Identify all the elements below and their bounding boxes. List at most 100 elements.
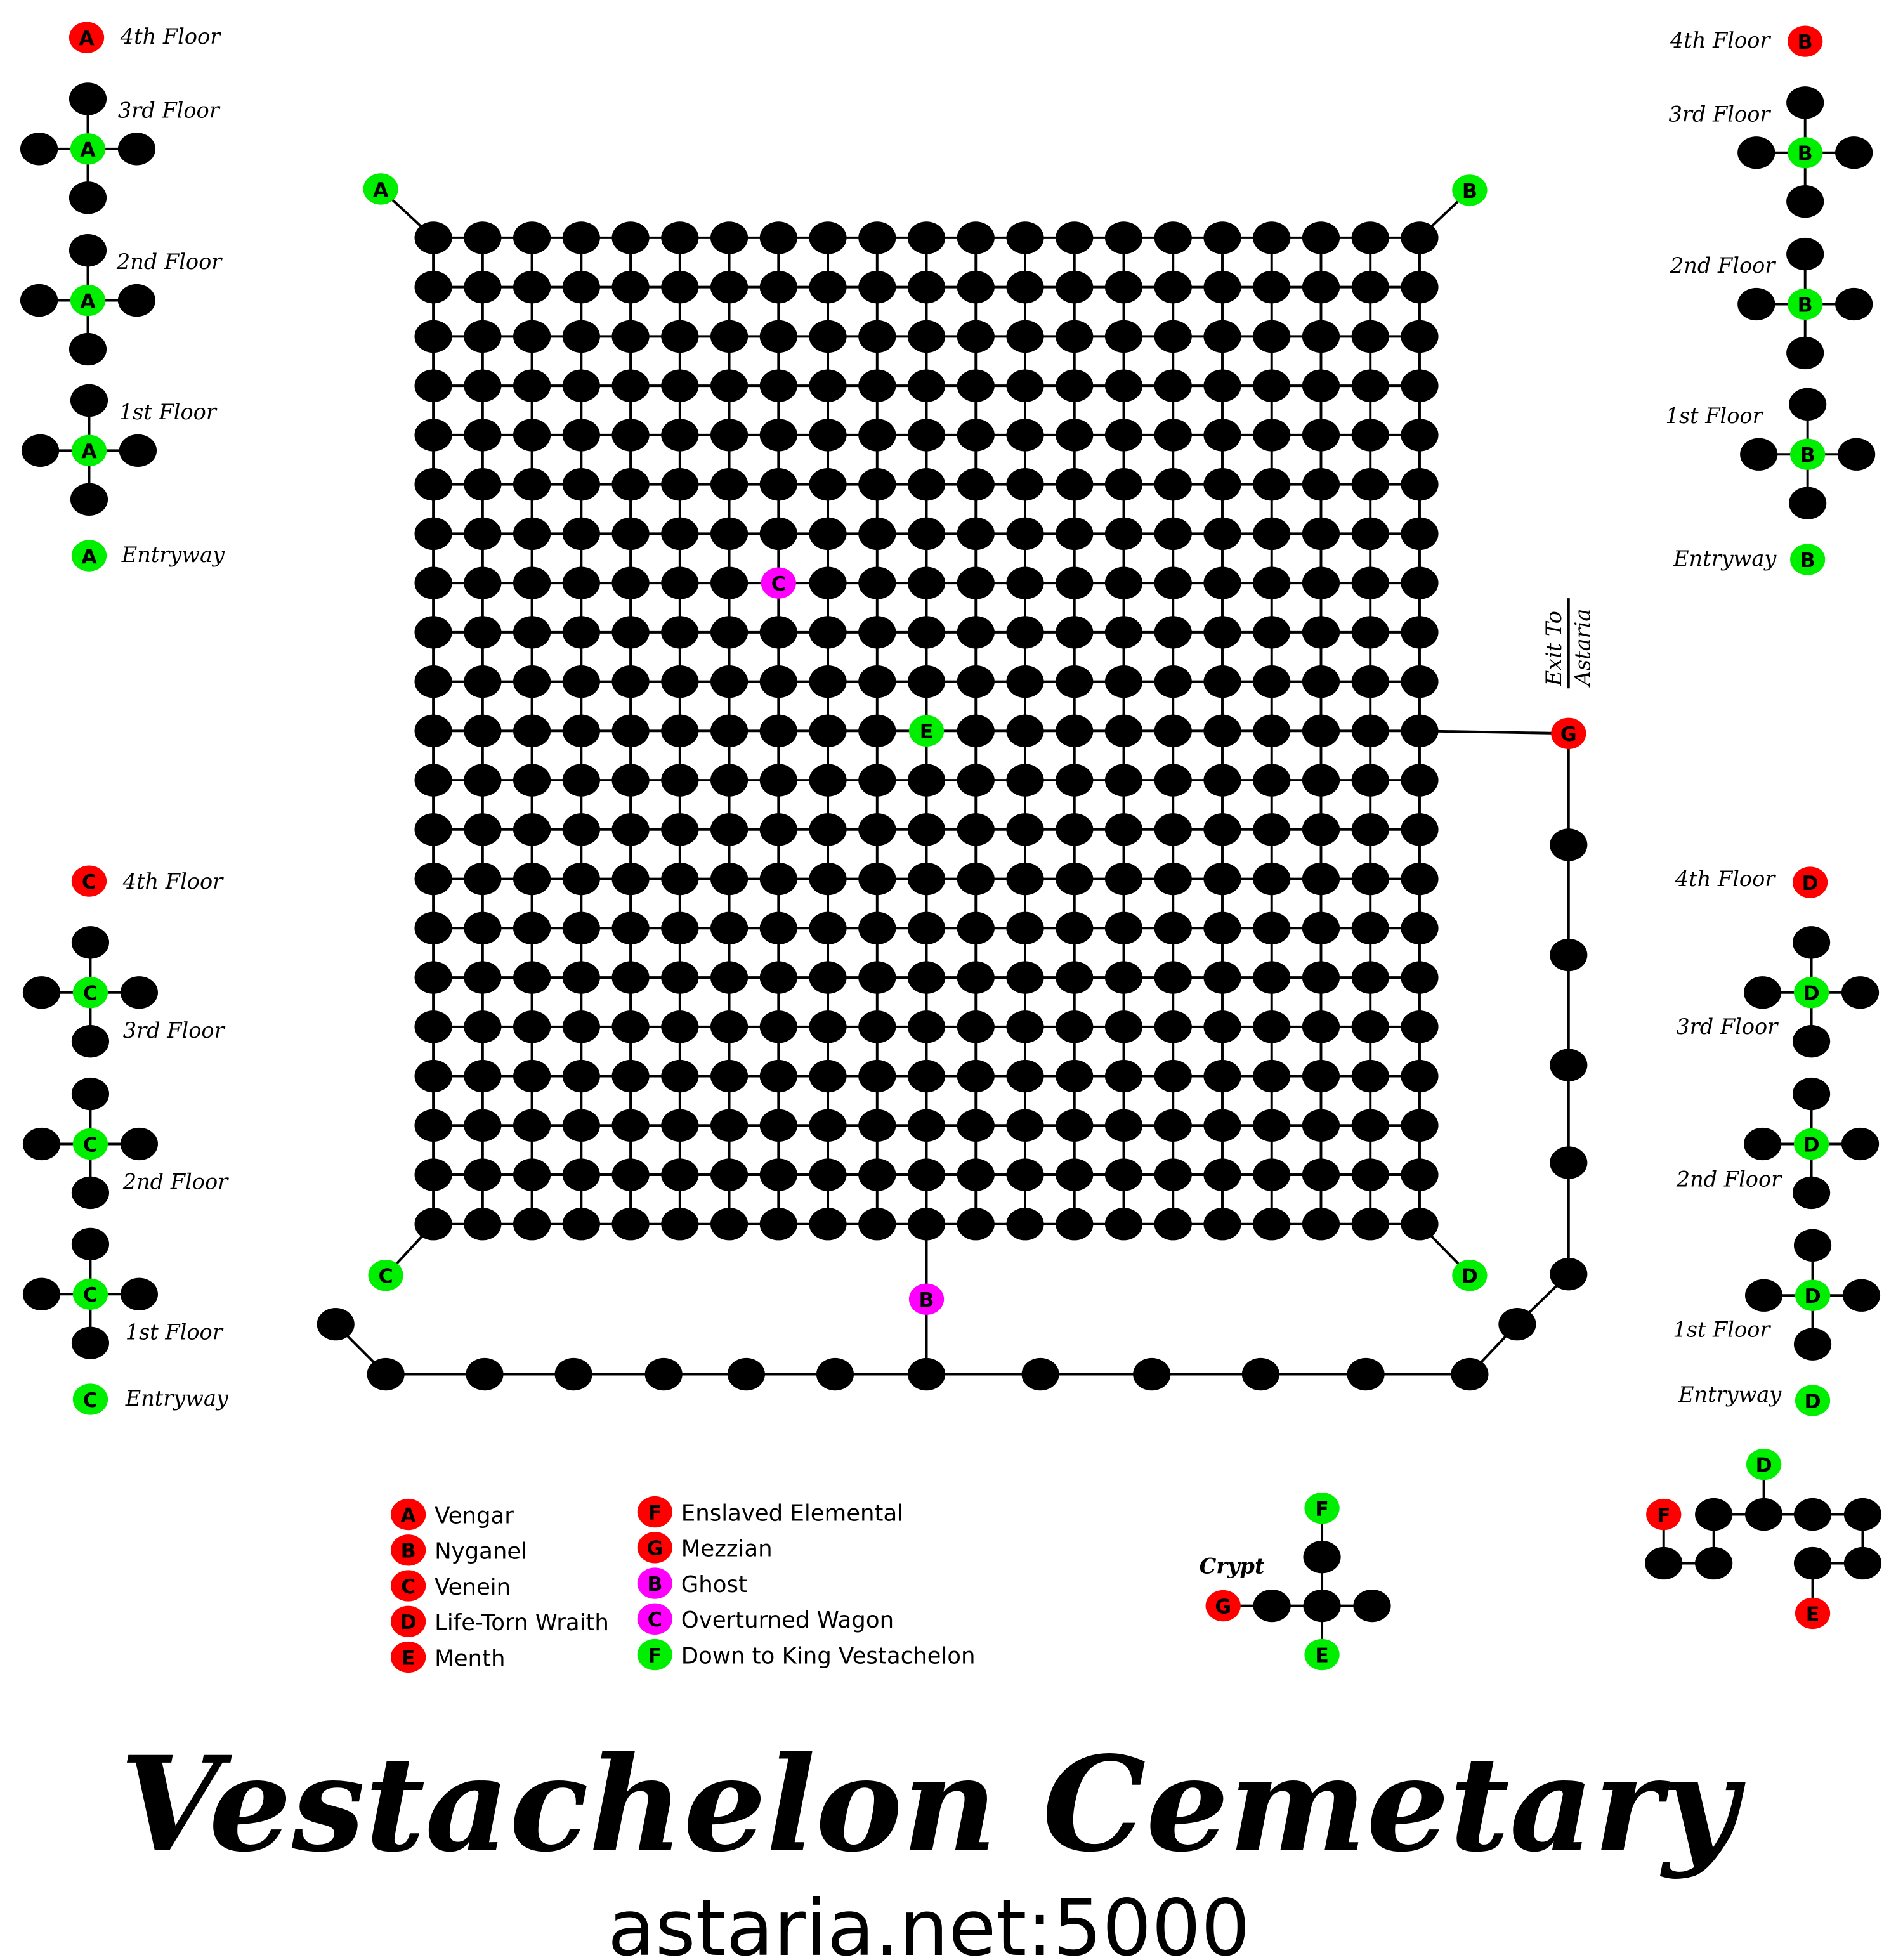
room[interactable] (464, 764, 502, 797)
room[interactable] (858, 1158, 896, 1191)
room[interactable] (1104, 1208, 1143, 1241)
room[interactable] (1104, 1010, 1143, 1043)
marker-b[interactable]: B (1452, 174, 1488, 206)
room[interactable] (1744, 976, 1782, 1009)
room[interactable] (1347, 1357, 1385, 1391)
room[interactable] (957, 616, 995, 649)
room[interactable] (1104, 320, 1143, 353)
room[interactable] (120, 1127, 159, 1161)
room[interactable] (759, 616, 797, 649)
room[interactable] (1203, 1059, 1241, 1093)
room[interactable] (1843, 1498, 1882, 1531)
room[interactable] (957, 1208, 995, 1241)
room[interactable] (464, 467, 502, 501)
room[interactable] (809, 1208, 847, 1241)
room[interactable] (1744, 1127, 1782, 1161)
room[interactable] (907, 517, 946, 551)
room[interactable] (957, 517, 995, 551)
room[interactable] (1253, 1059, 1291, 1093)
room[interactable] (1401, 961, 1439, 994)
room[interactable] (71, 926, 110, 959)
room[interactable] (1351, 1010, 1389, 1043)
room[interactable] (1645, 1546, 1683, 1580)
room[interactable] (611, 911, 650, 944)
room[interactable] (759, 813, 797, 846)
room[interactable] (513, 517, 551, 551)
room[interactable] (71, 1227, 110, 1260)
room[interactable] (907, 419, 946, 452)
room[interactable] (464, 616, 502, 649)
room[interactable] (1006, 320, 1044, 353)
room[interactable] (661, 961, 699, 994)
room[interactable] (464, 369, 502, 402)
room[interactable] (759, 320, 797, 353)
room[interactable] (710, 566, 749, 599)
room[interactable] (1056, 1109, 1094, 1142)
room[interactable] (661, 566, 699, 599)
room[interactable] (611, 616, 650, 649)
room[interactable] (1253, 320, 1291, 353)
room[interactable] (1302, 813, 1340, 846)
room[interactable] (1302, 467, 1340, 501)
room[interactable] (858, 813, 896, 846)
room[interactable] (513, 961, 551, 994)
room[interactable] (809, 369, 847, 402)
room[interactable] (1302, 1059, 1340, 1093)
room[interactable] (1104, 1109, 1143, 1142)
room[interactable] (464, 1059, 502, 1093)
room[interactable] (414, 369, 452, 402)
room[interactable] (22, 1277, 61, 1310)
room[interactable] (71, 1326, 110, 1359)
room[interactable] (611, 1208, 650, 1241)
room[interactable] (907, 369, 946, 402)
room[interactable] (1154, 320, 1192, 353)
room[interactable] (957, 764, 995, 797)
room[interactable] (1253, 616, 1291, 649)
room[interactable] (414, 270, 452, 304)
room[interactable] (1302, 764, 1340, 797)
room[interactable] (759, 1059, 797, 1093)
room[interactable] (1203, 221, 1241, 254)
marker-b[interactable]: B (1790, 438, 1826, 470)
room[interactable] (1203, 862, 1241, 896)
room[interactable] (464, 961, 502, 994)
room[interactable] (513, 616, 551, 649)
room[interactable] (513, 566, 551, 599)
room[interactable] (1401, 764, 1439, 797)
room[interactable] (907, 1109, 946, 1142)
room[interactable] (1351, 1059, 1389, 1093)
room[interactable] (809, 911, 847, 944)
room[interactable] (611, 419, 650, 452)
room[interactable] (1154, 1010, 1192, 1043)
room[interactable] (907, 764, 946, 797)
room[interactable] (1006, 1059, 1044, 1093)
marker-g[interactable]: G (1205, 1590, 1241, 1622)
room[interactable] (69, 82, 107, 115)
room[interactable] (1056, 813, 1094, 846)
room[interactable] (858, 369, 896, 402)
room[interactable] (71, 1077, 110, 1111)
room[interactable] (1104, 665, 1143, 698)
room[interactable] (957, 419, 995, 452)
room[interactable] (1203, 419, 1241, 452)
room[interactable] (414, 320, 452, 353)
marker-d[interactable]: D (1793, 977, 1829, 1009)
room[interactable] (1006, 270, 1044, 304)
room[interactable] (464, 1208, 502, 1241)
room[interactable] (414, 1059, 452, 1093)
room[interactable] (1006, 419, 1044, 452)
room[interactable] (907, 911, 946, 944)
room[interactable] (562, 714, 600, 747)
room[interactable] (1253, 911, 1291, 944)
room[interactable] (1786, 185, 1824, 218)
room[interactable] (710, 616, 749, 649)
room[interactable] (858, 714, 896, 747)
room[interactable] (562, 1208, 600, 1241)
room[interactable] (1351, 517, 1389, 551)
room[interactable] (661, 369, 699, 402)
room[interactable] (1351, 270, 1389, 304)
room[interactable] (1104, 1059, 1143, 1093)
room[interactable] (907, 270, 946, 304)
room[interactable] (1056, 1158, 1094, 1191)
room[interactable] (1154, 517, 1192, 551)
